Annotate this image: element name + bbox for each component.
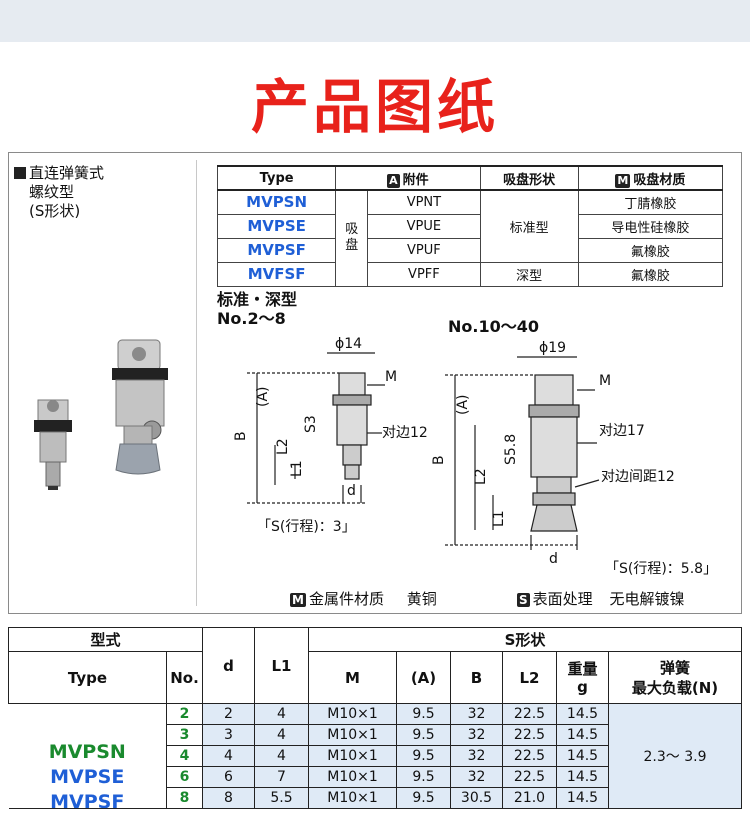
product-heading: 直连弹簧式 螺纹型 (S形状) (14, 164, 104, 221)
small-fitting-image (34, 399, 72, 490)
right-stroke-label: 「S(行程)：5.8」 (605, 561, 717, 577)
dim-no: 6 (166, 766, 203, 788)
right-phi-label: ϕ19 (539, 340, 566, 356)
surface-badge: S (517, 593, 530, 607)
attach-badge: A (387, 173, 400, 188)
dim-no: 2 (166, 703, 203, 725)
left-phi-label: ϕ14 (335, 336, 362, 352)
left-d-label: d (347, 483, 356, 499)
page-title: 产品图纸 (250, 73, 499, 141)
spec-shape-standard: 标准型 (479, 189, 579, 263)
dim-header-d: d (202, 627, 255, 704)
spec-row: MVFSF VPFF 深型 氟橡胶 (216, 261, 724, 287)
right-a-label: (A) (455, 394, 471, 415)
drawing-subtitle: 标准・深型 No.2～8 (217, 290, 298, 328)
spec-header-shape: 吸盘形状 (479, 165, 579, 191)
product-line2: 螺纹型 (29, 183, 75, 201)
dim-spring-value: 2.3～ 3.9 (608, 703, 742, 809)
right-drawing-labels: ϕ19 M (A) B L2 S5.8 L1 d 对边17 对边间距12 「S(… (431, 340, 717, 577)
product-line3: (S形状) (29, 202, 81, 220)
spec-material: 氟橡胶 (577, 237, 724, 263)
dim-no: 8 (166, 787, 203, 809)
spec-type: MVPSE (216, 213, 337, 239)
spec-attach: VPNT (367, 189, 481, 215)
dim-models: MVPSN MVPSE MVPSF (8, 703, 167, 809)
spec-material: 导电性硅橡胶 (577, 213, 724, 239)
panel-divider (196, 160, 197, 606)
left-a-label: (A) (255, 386, 271, 407)
right-drawing (445, 356, 600, 550)
spec-type: MVPSN (216, 189, 337, 215)
material-badge: M (615, 173, 631, 188)
dim-header-l1: L1 (254, 627, 309, 704)
right-d-label: d (549, 551, 558, 567)
spec-header-type: Type (216, 165, 337, 191)
left-hex-label: 对边12 (382, 425, 428, 441)
right-s58-label: S5.8 (503, 434, 519, 465)
dim-header-no: No. (166, 651, 203, 704)
right-hex2-label: 对边间距12 (601, 469, 675, 485)
spec-attach: VPFF (367, 261, 481, 287)
spec-row: MVPSE VPUE 导电性硅橡胶 (216, 213, 724, 239)
right-m-label: M (599, 373, 611, 389)
spec-panel (8, 152, 742, 614)
left-m-label: M (385, 369, 397, 385)
table-row: 3 3 4 M10×1 9.5 32 22.5 14.5 (9, 724, 742, 746)
dim-header-spring: 弹簧最大负载(N) (608, 651, 742, 704)
top-banner (0, 0, 750, 42)
left-drawing-labels: ϕ14 M (A) B L2 S3 L1 d 对边12 「S(行程)：3」 (233, 336, 428, 535)
table-row: 4 4 4 M10×1 9.5 32 22.5 14.5 (9, 745, 742, 767)
right-l1-label: L1 (491, 510, 507, 527)
spec-attach: VPUF (367, 237, 481, 263)
spec-row: MVPSN 吸盘 VPNT 标准型 丁腈橡胶 (216, 189, 724, 287)
table-row: 8 8 5.5 M10×1 9.5 30.5 21.0 14.5 (9, 787, 742, 809)
right-b-label: B (431, 455, 447, 465)
spec-type: MVPSF (216, 237, 337, 263)
technical-drawing: ϕ14 M (A) B L2 S3 L1 d 对边12 「S(行程)：3」 ϕ1… (233, 336, 717, 577)
dim-header-type: Type (8, 651, 167, 704)
left-b-label: B (233, 431, 249, 441)
table-row: 6 6 7 M10×1 9.5 32 22.5 14.5 (9, 766, 742, 788)
dim-header-b: B (450, 651, 503, 704)
right-l2-label: L2 (473, 468, 489, 485)
spec-material: 氟橡胶 (577, 261, 724, 287)
large-fitting-image (112, 339, 168, 475)
product-line1: 直连弹簧式 (29, 164, 105, 182)
spec-merged-label: 吸盘 (335, 189, 369, 287)
left-drawing (247, 352, 385, 504)
metal-badge: M (290, 593, 306, 607)
dim-header-model: 型式 (8, 627, 203, 652)
dim-header-l2: L2 (502, 651, 557, 704)
dim-no: 3 (166, 724, 203, 746)
spec-row: MVPSF VPUF 氟橡胶 (216, 237, 724, 263)
left-stroke-label: 「S(行程)：3」 (257, 519, 356, 535)
spec-shape-deep: 深型 (479, 261, 579, 287)
spec-type: MVFSF (216, 261, 337, 287)
left-l1-label: L1 (289, 460, 305, 477)
drawing-subtitle-right: No.10～40 (448, 317, 539, 336)
dim-header-a: (A) (396, 651, 451, 704)
left-l2-label: L2 (275, 438, 291, 455)
spec-material: 丁腈橡胶 (577, 189, 724, 215)
left-s3-label: S3 (303, 415, 319, 433)
spec-attach: VPUE (367, 213, 481, 239)
table-row: MVPSN MVPSE MVPSF 2 2 4 M10×1 9.5 32 22.… (8, 703, 742, 809)
product-photo (34, 339, 168, 490)
dim-header-m: M (308, 651, 397, 704)
square-bullet-icon (14, 167, 26, 179)
dim-header-sshape: S形状 (308, 627, 742, 652)
dim-no: 4 (166, 745, 203, 767)
right-hex1-label: 对边17 (599, 423, 645, 439)
